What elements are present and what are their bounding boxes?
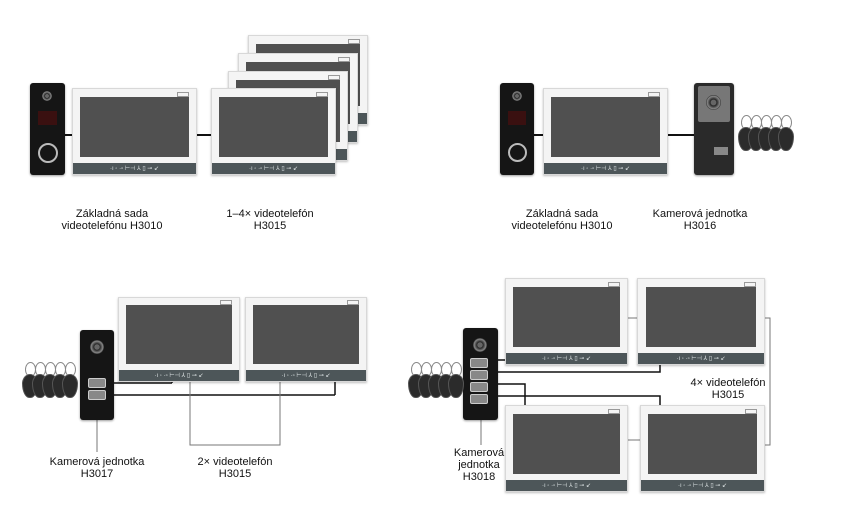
camera-unit-h3018 xyxy=(463,328,498,420)
doorbell-h3010 xyxy=(500,83,534,175)
monitor-h3015: ·ı ◦ ·▫ ⊢⊣ ⅄ ▯ ⊸ ↙ xyxy=(505,405,628,492)
monitor-h3015: ·ı ◦ ·▫ ⊢⊣ ⅄ ▯ ⊸ ↙ xyxy=(118,297,240,382)
camera-icon xyxy=(90,340,104,354)
monitor-h3015: ·ı ◦ ·▫ ⊢⊣ ⅄ ▯ ⊸ ↙ xyxy=(245,297,367,382)
call-button-1 xyxy=(470,358,488,368)
call-button-4 xyxy=(470,394,488,404)
speaker-grille xyxy=(38,111,57,125)
monitor-h3015: ·ı ◦ ·▫ ⊢⊣ ⅄ ▯ ⊸ ↙ xyxy=(637,278,765,365)
call-button-1 xyxy=(88,378,106,388)
camera-icon xyxy=(42,91,52,101)
camera-unit-h3017 xyxy=(80,330,114,420)
call-button xyxy=(38,143,58,163)
call-button xyxy=(714,147,728,155)
call-button-2 xyxy=(88,390,106,400)
monitor-h3015: ·ı ◦ ·▫ ⊢⊣ ⅄ ▯ ⊸ ↙ xyxy=(505,278,628,365)
call-button xyxy=(508,143,527,162)
rfid-keyfobs xyxy=(22,362,78,408)
camera-icon xyxy=(512,91,522,101)
camera-icon xyxy=(706,95,721,110)
camera-icon xyxy=(473,338,487,352)
call-button-2 xyxy=(470,370,488,380)
rfid-keyfobs xyxy=(738,115,794,161)
monitor-h3010: ·ı ◦ ·▫ ⊢⊣ ⅄ ▯ ⊸ ↙ xyxy=(72,88,197,175)
monitor-h3010: ·ı ◦ ·▫ ⊢⊣ ⅄ ▯ ⊸ ↙ xyxy=(543,88,668,175)
camera-unit-h3016 xyxy=(694,83,734,175)
monitor-h3015: ·ı ◦ ·▫ ⊢⊣ ⅄ ▯ ⊸ ↙ xyxy=(211,88,336,175)
doorbell-h3010 xyxy=(30,83,65,175)
monitor-h3015: ·ı ◦ ·▫ ⊢⊣ ⅄ ▯ ⊸ ↙ xyxy=(640,405,765,492)
call-button-3 xyxy=(470,382,488,392)
rfid-keyfobs xyxy=(408,362,464,408)
